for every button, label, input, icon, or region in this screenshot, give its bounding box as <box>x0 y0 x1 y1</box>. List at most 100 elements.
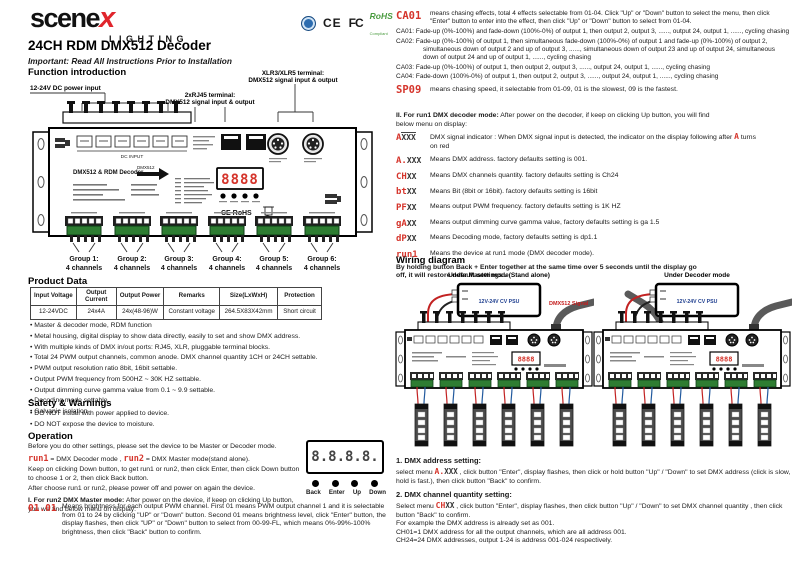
group-labels: Group 1: 4 channels Group 2: 4 channels … <box>66 256 340 272</box>
rj45-label-2: DMX512 signal input & output <box>165 99 255 106</box>
group-5-line1: Group 5: <box>259 256 288 263</box>
group-5-line2: 4 channels <box>256 265 292 272</box>
spec-text-bars <box>73 184 159 201</box>
figure-button-labels: Back Enter Up Down <box>306 489 386 496</box>
feature-item: Metal housing, digital display to show d… <box>30 333 378 342</box>
group-1-line1: Group 1: <box>69 256 98 263</box>
address-setting-text: select menu A.XXX , click button "Enter"… <box>396 467 791 485</box>
chasing-effect-list: CA01: Fade-up (0%-100%) and fade-down (1… <box>396 28 790 81</box>
back-button[interactable] <box>312 480 320 487</box>
dmx512-signal-label: DMX512 Signal <box>549 301 589 307</box>
safety-list: DO NOT install with power applied to dev… <box>30 410 378 429</box>
chasing-effect-item: CA02: Fade-up (0%-100%) of output 1, the… <box>396 37 775 62</box>
group-2-line1: Group 2: <box>117 256 146 263</box>
segment-display: 8888 <box>216 167 264 190</box>
dmx-arrow-label: DMX512 <box>137 165 155 170</box>
figure-display: 8.8.8.8. <box>306 440 384 474</box>
signal-plug-icon <box>325 194 341 204</box>
menu-item: PFXX Means output PWM frequency. factory… <box>396 203 621 214</box>
brand-sub: LIGHTING <box>109 34 188 44</box>
ce-rohs-mark: CE RoHS <box>221 210 252 217</box>
wiring-heading: Wiring diagram <box>396 255 466 266</box>
figure-digits: 8.8.8.8. <box>311 449 379 465</box>
chasing-intro: means chasing effects, total 4 effects s… <box>430 10 770 26</box>
rj45-label-1: 2xRJ45 terminal: <box>185 92 235 99</box>
panel-buttons[interactable] <box>219 193 260 203</box>
power-label: 12-24V DC power input <box>30 85 102 92</box>
chasing-section: CA01 means chasing effects, total 4 effe… <box>396 10 790 96</box>
display-digits: 8888 <box>221 172 259 188</box>
table-header: Output Power <box>115 287 165 306</box>
safety-item: DO NOT install with power applied to dev… <box>30 410 378 419</box>
mini-display-digits: 8888 <box>518 356 535 364</box>
address-setting-heading: 1. DMX address setting: <box>396 456 482 465</box>
rohs-mark-icon: RoHS Compliant <box>369 11 393 36</box>
xlr-label-1: XLR3/XLR5 terminal: <box>262 70 324 77</box>
chasing-effect-item: CA04: Fade-down (100%-0%) of output 1, t… <box>396 73 719 81</box>
device-figure: XLR3/XLR5 terminal: DMX512 signal input … <box>30 70 373 272</box>
operation-run-modes: run1 = DMX Decoder mode , run2 = DMX Mas… <box>28 453 250 464</box>
brightness-text: Means brightness for each output PWM cha… <box>62 503 386 536</box>
brightness-glyph: 01.01 <box>28 503 57 514</box>
group-6-line1: Group 6: <box>307 256 336 263</box>
run1-glyph: run1 <box>28 453 49 464</box>
product-data-heading: Product Data <box>28 276 88 287</box>
rj45-leader-line <box>194 107 226 122</box>
brand-logo: scenex <box>30 2 115 35</box>
figure-buttons[interactable] <box>306 480 384 487</box>
down-button[interactable] <box>370 480 378 487</box>
run2-glyph: run2 <box>123 453 144 464</box>
dmx-indicator-row: AXXX DMX signal indicator : When DMX sig… <box>396 132 790 151</box>
master-mode-heading: I. For run2 DMX Master mode: <box>28 496 125 504</box>
decoder-mode-heading: II. For run1 DMX decoder mode: <box>396 112 499 119</box>
decoder-unit-graphic <box>594 284 792 446</box>
menu-list: A.XXX Means DMX address. factory default… <box>396 155 790 260</box>
table-header: Remarks <box>163 287 221 306</box>
group-fan-lines <box>72 242 334 253</box>
group-6-line2: 4 channels <box>304 265 340 272</box>
brand-x: x <box>99 2 115 34</box>
feature-item: Output dimming curve gamma value from 0.… <box>30 387 378 396</box>
table-cell: Constant voltage <box>163 305 221 320</box>
dmx-arrow-icon <box>137 168 169 180</box>
decoder-mode-section: II. For run1 DMX decoder mode: After pow… <box>396 112 790 281</box>
enter-button[interactable] <box>331 480 339 487</box>
dc-terminal-row <box>62 101 192 124</box>
psu-label: 12V-24V CV PSU <box>677 299 718 305</box>
channel-example-text: For example the DMX address is already s… <box>396 520 555 528</box>
wiring-scene-decoder: Under Decoder mode 12V-24V CV PSU 8888 <box>592 272 792 452</box>
safety-heading: Safety & Warnings <box>28 398 112 409</box>
group-4-line2: 4 channels <box>209 265 245 272</box>
speed-glyph: SP09 <box>396 84 422 97</box>
channel-ch24-text: CH24=24 DMX addresses, output 1-24 is ad… <box>396 537 613 545</box>
channel-setting-heading: 2. DMX channel quantity setting: <box>396 490 512 500</box>
fcc-mark-icon: FC <box>348 16 364 30</box>
up-button[interactable] <box>351 480 359 487</box>
safety-item: DO NOT expose the device to moisture. <box>30 421 378 430</box>
led-output-connectors <box>65 212 341 253</box>
port-legend-bars <box>193 136 215 150</box>
group-3-line1: Group 3: <box>164 256 193 263</box>
channel-ch01-text: CH01=1 DMX address for all the output ch… <box>396 528 627 536</box>
cert-badge-icon <box>301 15 316 31</box>
feature-item: Master & decoder mode, RDM function <box>30 322 378 331</box>
speed-text: means chasing speed, it selectable from … <box>430 85 678 93</box>
table-cell: Short circuit <box>277 305 322 320</box>
menu-item: dPXX Means Decoding mode, factory defaul… <box>396 234 598 245</box>
table-cell: 12-24VDC <box>30 305 77 320</box>
product-data-table: Input Voltage Output Current Output Powe… <box>30 287 322 320</box>
feature-item: Total 24 PWM output channels, common ano… <box>30 354 378 363</box>
table-row: 12-24VDC 24x4A 24x(48-96)W Constant volt… <box>30 305 322 320</box>
important-note: Important: Read All Instructions Prior t… <box>28 56 232 66</box>
operation-text: Before you do other settings, please set… <box>28 443 304 514</box>
menu-item: gAXX Means output dimming curve gamma va… <box>396 218 660 229</box>
xlr-leader-line <box>277 84 314 122</box>
decoder-unit-graphic <box>396 284 594 446</box>
table-header: Size(LxWxH) <box>219 287 279 306</box>
page-title: 24CH RDM DMX512 Decoder <box>28 38 212 53</box>
reset-instructions: By holding button Back + Enter together … <box>396 263 697 280</box>
ce-mark-icon: CE <box>323 16 342 30</box>
decoder-mode-title: Under Decoder mode <box>664 272 730 279</box>
dc-input-label: DC INPUT <box>121 154 144 160</box>
